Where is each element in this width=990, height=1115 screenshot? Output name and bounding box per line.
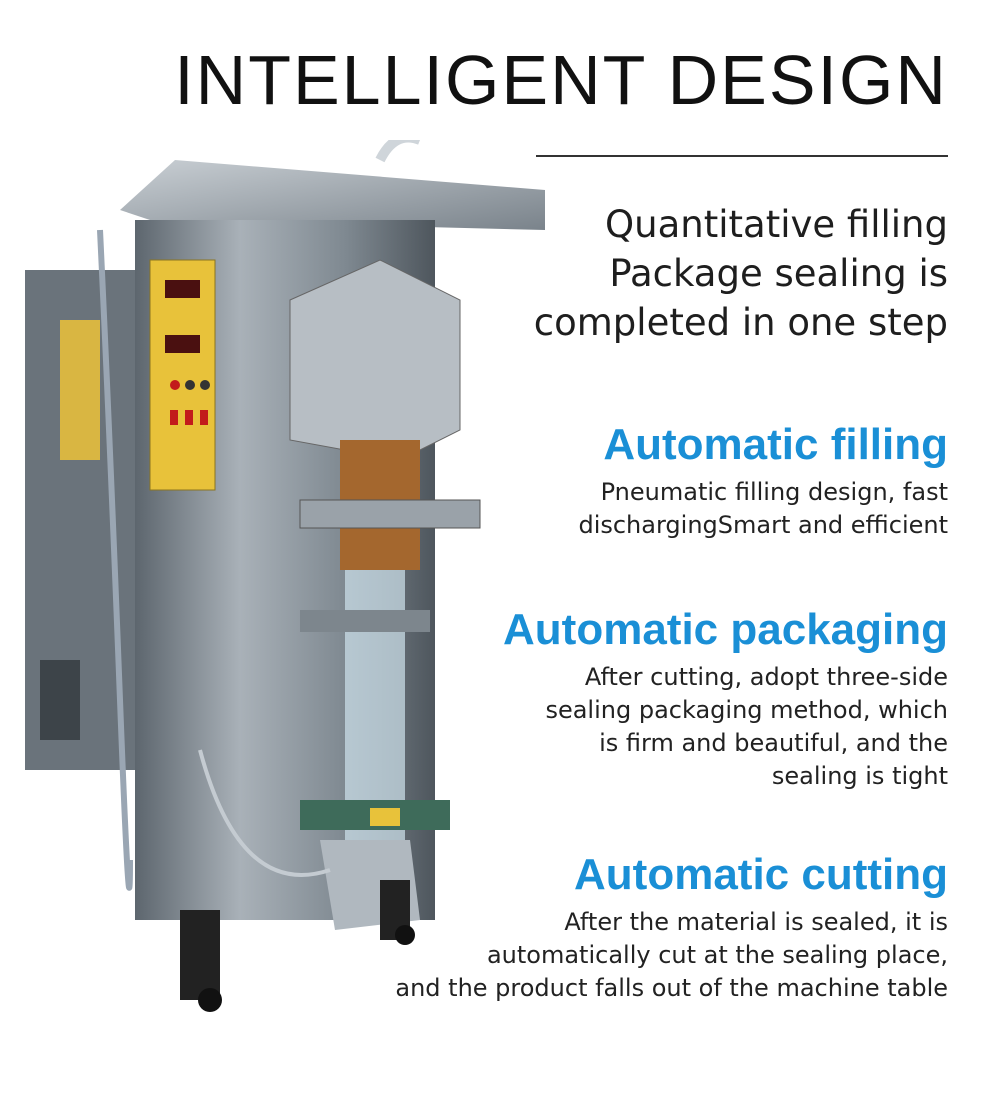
feature-automatic-cutting: Automatic cutting After the material is …	[395, 850, 948, 1005]
feature-title: Automatic cutting	[574, 850, 948, 899]
feature-line: dischargingSmart and efficient	[578, 511, 948, 539]
intro-line: Package sealing is	[609, 252, 948, 295]
feature-title: Automatic filling	[603, 420, 948, 469]
feature-line: After the material is sealed, it is	[564, 908, 948, 936]
feature-title: Automatic packaging	[503, 605, 948, 654]
feature-line: After cutting, adopt three-side	[584, 663, 948, 691]
intro-line: completed in one step	[533, 301, 948, 344]
intro-line: Quantitative filling	[605, 203, 948, 246]
feature-description: After the material is sealed, it is auto…	[395, 906, 948, 1005]
machine-base	[180, 840, 420, 1012]
feature-line: automatically cut at the sealing place,	[486, 941, 948, 969]
feature-line: sealing is tight	[771, 762, 948, 790]
feature-line: Pneumatic filling design, fast	[600, 478, 948, 506]
feature-automatic-filling: Automatic filling Pneumatic filling desi…	[578, 420, 948, 542]
page-title: INTELLIGENT DESIGN	[174, 41, 948, 119]
feature-line: sealing packaging method, which	[545, 696, 948, 724]
feature-description: Pneumatic filling design, fast dischargi…	[578, 476, 948, 542]
feature-description: After cutting, adopt three-side sealing …	[503, 661, 948, 793]
feature-line: is firm and beautiful, and the	[599, 729, 948, 757]
packaging-machine-illustration	[25, 140, 545, 1012]
title-divider	[536, 155, 948, 157]
filling-head	[289, 259, 481, 840]
machine-hoses	[97, 140, 420, 891]
feature-line: and the product falls out of the machine…	[395, 974, 948, 1002]
intro-text: Quantitative filling Package sealing is …	[534, 200, 948, 347]
feature-automatic-packaging: Automatic packaging After cutting, adopt…	[503, 605, 948, 793]
